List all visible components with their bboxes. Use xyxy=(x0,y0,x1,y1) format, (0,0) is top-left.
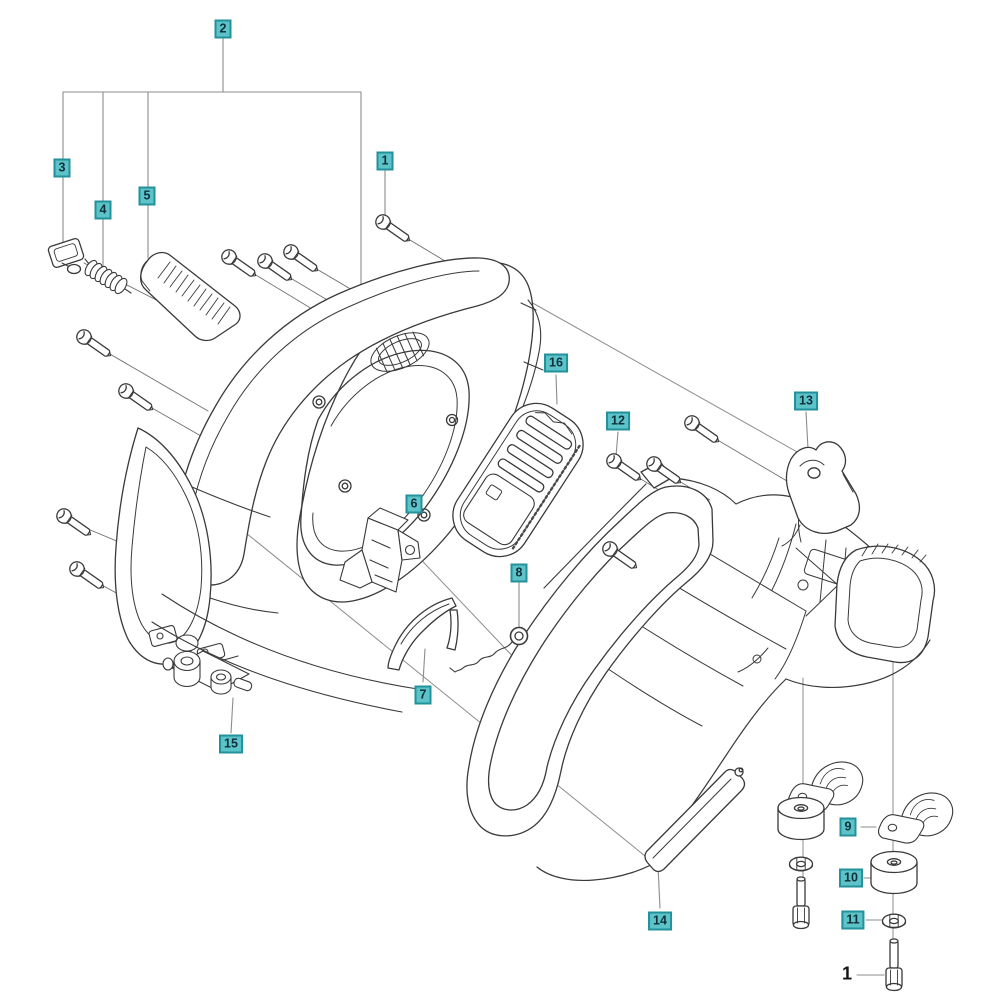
part-callout-10[interactable]: 10 xyxy=(839,868,863,888)
part-callout-5[interactable]: 5 xyxy=(138,186,156,206)
part-callout-14[interactable]: 14 xyxy=(648,911,672,931)
part-callout-15[interactable]: 15 xyxy=(219,734,243,754)
part-2-top-housing-drawing xyxy=(114,257,544,713)
part-callout-3[interactable]: 3 xyxy=(53,158,71,178)
part-callout-8[interactable]: 8 xyxy=(510,563,528,583)
part-14-baffle-drawing xyxy=(644,767,746,873)
part-5-grip-plate-drawing xyxy=(139,251,241,342)
part-callout-13[interactable]: 13 xyxy=(794,391,818,411)
part-16-cover-drawing xyxy=(452,402,584,558)
part-4-spring-drawing xyxy=(84,258,132,295)
part-13-bracket-drawing xyxy=(781,441,861,547)
part-8-grommet-drawing xyxy=(449,626,529,673)
part-6-bracket-drawing xyxy=(339,507,421,593)
part-callout-7[interactable]: 7 xyxy=(414,685,432,705)
part-callout-16[interactable]: 16 xyxy=(544,353,568,373)
part-callout-11[interactable]: 11 xyxy=(841,910,865,930)
clamp-damper-hardware-drawing xyxy=(777,761,954,992)
part-callout-4[interactable]: 4 xyxy=(94,200,112,220)
part-callout-2[interactable]: 2 xyxy=(214,19,232,39)
part-callout-6[interactable]: 6 xyxy=(405,494,423,514)
part-3-drawing xyxy=(47,237,85,275)
part-callout-9[interactable]: 9 xyxy=(839,817,857,837)
bottom-part-number-1: 1 xyxy=(841,963,853,984)
part-15-mount-drawing xyxy=(162,650,253,695)
part-7-lever-drawing xyxy=(387,597,459,671)
part-callout-12[interactable]: 12 xyxy=(606,411,630,431)
part-callout-1[interactable]: 1 xyxy=(376,151,394,171)
